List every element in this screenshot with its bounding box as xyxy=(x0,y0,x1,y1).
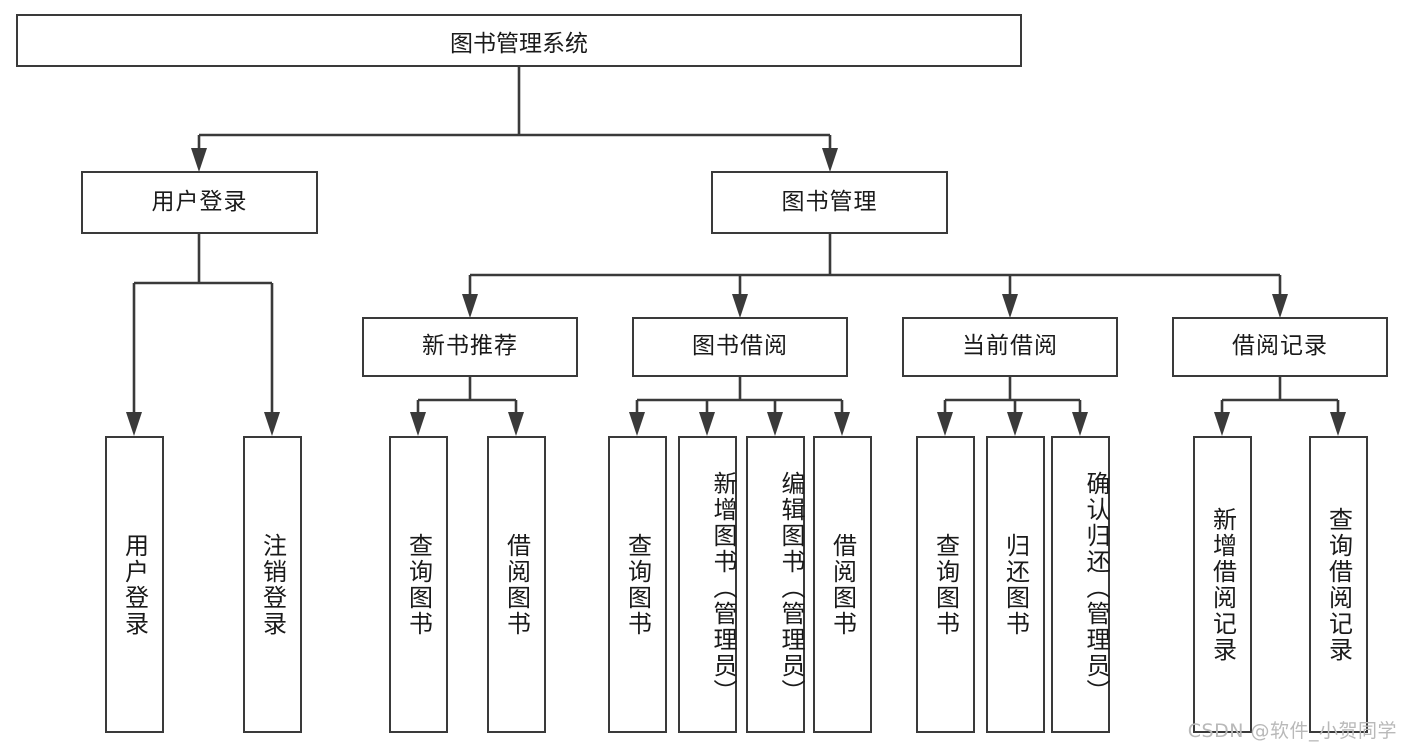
leaf-query-borrow-record[interactable]: 查询借阅记录 xyxy=(1309,436,1368,733)
node-borrow-record[interactable]: 借阅记录 xyxy=(1172,317,1388,377)
node-current-borrow[interactable]: 当前借阅 xyxy=(902,317,1118,377)
leaf-user-login[interactable]: 用户登录 xyxy=(105,436,164,733)
leaf-borrow-book[interactable]: 借阅图书 xyxy=(813,436,872,733)
node-book-management[interactable]: 图书管理 xyxy=(711,171,948,234)
leaf-add-borrow-record[interactable]: 新增借阅记录 xyxy=(1193,436,1252,733)
node-new-book-recommend[interactable]: 新书推荐 xyxy=(362,317,578,377)
watermark-text: CSDN @软件_小贺同学 xyxy=(1187,720,1397,742)
leaf-query-book-borrow[interactable]: 查询图书 xyxy=(608,436,667,733)
node-user-login[interactable]: 用户登录 xyxy=(81,171,318,234)
node-root-system[interactable]: 图书管理系统 xyxy=(16,14,1022,67)
leaf-query-book-recommend[interactable]: 查询图书 xyxy=(389,436,448,733)
leaf-edit-book-admin[interactable]: 编辑图书（管理员） xyxy=(746,436,805,733)
leaf-return-book[interactable]: 归还图书 xyxy=(986,436,1045,733)
leaf-borrow-book-recommend[interactable]: 借阅图书 xyxy=(487,436,546,733)
leaf-query-book-current[interactable]: 查询图书 xyxy=(916,436,975,733)
leaf-add-book-admin[interactable]: 新增图书（管理员） xyxy=(678,436,737,733)
leaf-user-logout[interactable]: 注销登录 xyxy=(243,436,302,733)
node-book-borrow[interactable]: 图书借阅 xyxy=(632,317,848,377)
leaf-confirm-return-admin[interactable]: 确认归还（管理员） xyxy=(1051,436,1110,733)
